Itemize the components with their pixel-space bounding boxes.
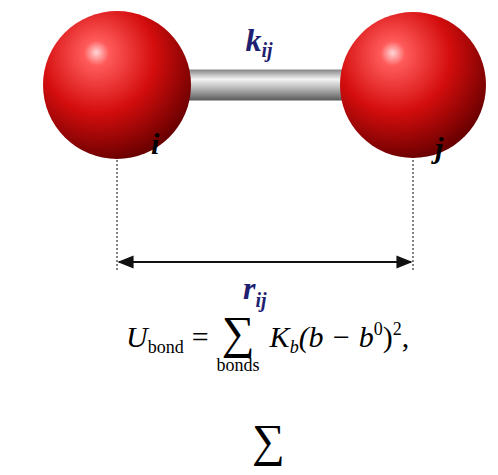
bond-cylinder xyxy=(186,70,345,101)
bond-term: (b − b xyxy=(299,322,374,352)
atom-sphere: j xyxy=(339,11,487,159)
sum-symbol: ∑ xyxy=(222,310,255,356)
parenthesis: ) xyxy=(383,322,393,352)
second-sum: ∑ xyxy=(252,418,285,464)
sum-block: ∑bonds xyxy=(217,310,260,374)
bond-energy-formula: Ubond=∑bondsKb(b − b0)2, xyxy=(126,322,409,374)
edge-label: k xyxy=(246,22,262,59)
subscript: bond xyxy=(148,338,184,356)
atom-sphere: i xyxy=(42,10,192,160)
superscript: 2 xyxy=(393,320,402,338)
sphere-shape xyxy=(42,10,192,160)
sum-symbol: ∑ xyxy=(252,418,285,464)
superscript: 0 xyxy=(374,320,383,338)
atom-index: i xyxy=(151,127,159,161)
distance-label: rij xyxy=(243,272,267,310)
spring-constant: kij xyxy=(246,22,273,60)
distance-symbol: r xyxy=(243,272,255,304)
sphere-fill xyxy=(340,12,486,158)
force-constant: K xyxy=(270,322,290,352)
comma: , xyxy=(402,322,410,352)
subscript: b xyxy=(290,338,299,356)
subscript: ij xyxy=(255,290,266,310)
atom-index: j xyxy=(435,131,443,165)
equals-sign: = xyxy=(192,322,209,352)
distance-arrow xyxy=(119,261,411,263)
energy-symbol: U xyxy=(126,322,148,352)
sum-index: bonds xyxy=(217,356,260,374)
subscript: ij xyxy=(262,40,273,60)
sphere-shape xyxy=(339,11,487,159)
sphere-fill xyxy=(43,11,191,159)
